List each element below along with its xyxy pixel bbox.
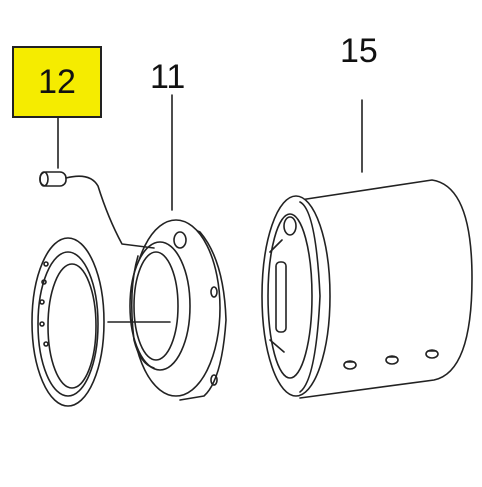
- flat-ring: [31, 237, 105, 407]
- part-15-sleeve: [261, 99, 473, 399]
- callout-15-label: 15: [340, 32, 378, 70]
- callout-12-highlight: 12: [12, 46, 102, 118]
- part-11-collar: [107, 94, 227, 401]
- part-12-sensor: [39, 117, 155, 249]
- callout-11-label: 11: [150, 58, 186, 96]
- callout-12-label: 12: [38, 62, 76, 101]
